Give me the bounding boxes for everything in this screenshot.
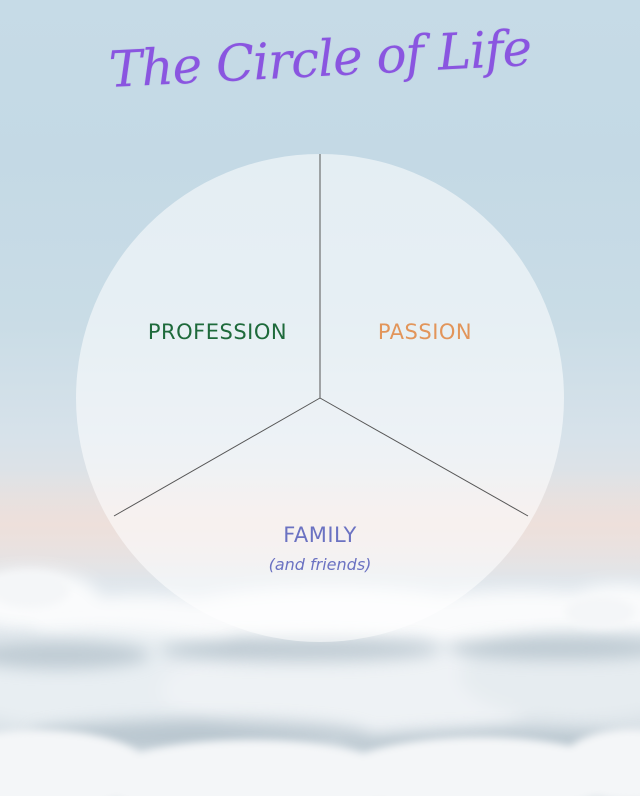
segment-label-passion: PASSION — [377, 320, 473, 344]
segment-sublabel-family: (and friends) — [268, 555, 372, 574]
divider-left — [113, 397, 321, 517]
segment-label-family: FAMILY — [283, 523, 357, 547]
divider-right — [319, 397, 529, 517]
segment-label-profession: PROFESSION — [147, 320, 288, 344]
